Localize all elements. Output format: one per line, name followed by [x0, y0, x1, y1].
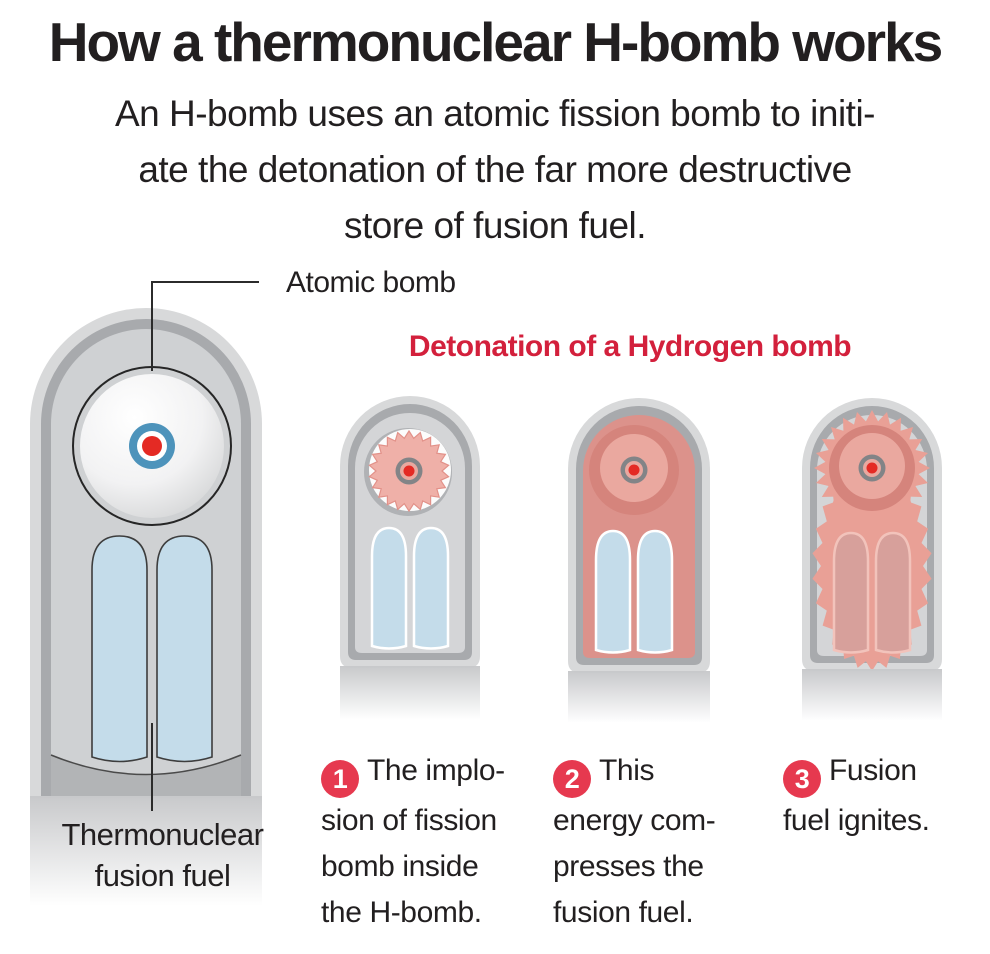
main-bomb-bottom-edge — [50, 754, 242, 776]
atomic-bomb-label: Atomic bomb — [286, 266, 456, 299]
stage3-energy-circle — [829, 425, 915, 511]
step-2-badge: 2 — [553, 760, 591, 798]
stage-1-bomb-diagram — [340, 396, 480, 668]
stage-1-shadow — [340, 666, 480, 720]
stage2-core-red-dot — [628, 464, 640, 476]
atomic-core-red-dot — [142, 436, 162, 456]
stage3-fuel-columns-ignited — [832, 531, 912, 654]
stage2-energy-circle — [589, 425, 679, 515]
fusion-fuel-label: Thermonuclear fusion fuel — [61, 817, 264, 893]
main-hbomb-diagram — [30, 308, 262, 798]
fusion-fuel-leader-line — [151, 723, 153, 811]
step-1-badge: 1 — [321, 760, 359, 798]
main-bomb-shadow — [30, 796, 262, 906]
page-title: How a thermonuclear H-bomb works — [48, 11, 944, 73]
main-fusion-fuel-columns — [91, 535, 213, 763]
sequence-heading: Detonation of a Hydrogen bomb — [408, 330, 852, 363]
stage2-fuel-columns — [594, 529, 674, 654]
stage3-core-red-dot — [866, 462, 878, 474]
atomic-bomb-leader-line-vertical — [151, 281, 153, 371]
step-3-badge: 3 — [783, 760, 821, 798]
stage1-core-red-dot — [403, 465, 415, 477]
stage-2-shadow — [568, 671, 710, 723]
stage-3-bomb-diagram — [802, 398, 942, 671]
step-1-text: The implo- sion of fission bomb inside t… — [321, 754, 505, 929]
step-2-text: This energy com- presses the fusion fuel… — [553, 754, 716, 929]
stage-3-shadow — [802, 669, 942, 721]
main-bomb-bottom-band — [51, 755, 241, 798]
step-3-text: Fusion fuel ignites. — [783, 754, 930, 837]
main-atomic-bomb-assembly — [72, 366, 232, 526]
stage-2-bomb-diagram — [568, 398, 710, 673]
page-subtitle: An H-bomb uses an atomic fission bomb to… — [114, 93, 876, 246]
atomic-bomb-leader-line-horizontal — [151, 281, 259, 283]
stage1-fission-implosion — [364, 428, 452, 516]
stage1-fuel-columns — [370, 526, 450, 650]
